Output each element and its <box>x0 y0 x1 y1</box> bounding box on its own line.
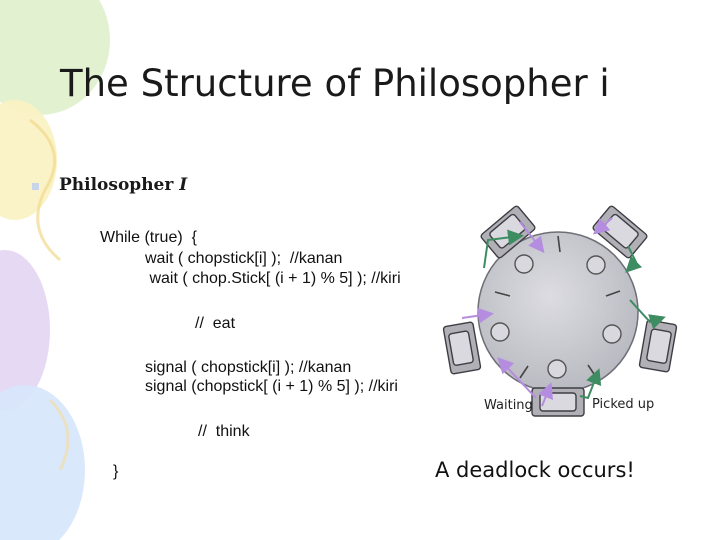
plate <box>490 322 510 342</box>
picked-up-label: Picked up <box>592 397 655 412</box>
code-line-eat: // eat <box>195 315 236 332</box>
code-line-think: // think <box>198 423 250 440</box>
chopstick <box>519 365 529 379</box>
waiting-arrow <box>519 221 545 254</box>
chopstick <box>494 291 511 297</box>
picked-up-arrow <box>579 368 602 400</box>
code-line-wait-right: wait ( chopstick[i] ); //kanan <box>145 250 343 267</box>
chopstick <box>557 235 561 253</box>
green-balloon <box>0 0 110 115</box>
deadlock-statement: A deadlock occurs! <box>435 458 635 482</box>
purple-balloon <box>0 250 50 410</box>
bullet-italic: I <box>179 175 188 195</box>
bullet-text: Philosopher I <box>59 175 187 195</box>
waiting-arrow <box>497 357 537 399</box>
bullet-item: Philosopher I <box>32 175 187 195</box>
waiting-label: Waiting <box>484 398 533 413</box>
waiting-arrow <box>538 382 553 407</box>
bullet-prefix: Philosopher <box>59 175 180 195</box>
code-line-wait-left: wait ( chop.Stick[ (i + 1) % 5] ); //kir… <box>145 270 401 287</box>
balloon-string <box>48 398 70 471</box>
picked-up-arrow <box>483 229 524 269</box>
balloon-string <box>29 118 61 262</box>
code-line-signal-left: signal (chopstick[ (i + 1) % 5] ); //kir… <box>145 378 398 395</box>
code-line-close-brace: } <box>113 463 119 480</box>
chair-bottom <box>531 387 585 417</box>
blue-balloon <box>0 385 85 540</box>
plate <box>514 254 534 274</box>
picked-up-arrow <box>629 299 666 330</box>
chair-right <box>638 319 678 373</box>
bullet-square-icon <box>32 183 39 190</box>
plate <box>602 324 622 344</box>
code-line-signal-right: signal ( chopstick[i] ); //kanan <box>145 359 352 376</box>
plate <box>547 359 567 379</box>
plate <box>586 255 606 275</box>
chair-left <box>442 321 482 375</box>
code-line-while: While (true) { <box>100 229 197 246</box>
picked-up-arrow <box>625 245 643 273</box>
chopstick <box>605 290 621 297</box>
waiting-arrow <box>461 307 494 324</box>
waiting-arrow <box>592 217 613 235</box>
slide-title: The Structure of Philosopher i <box>60 62 610 105</box>
